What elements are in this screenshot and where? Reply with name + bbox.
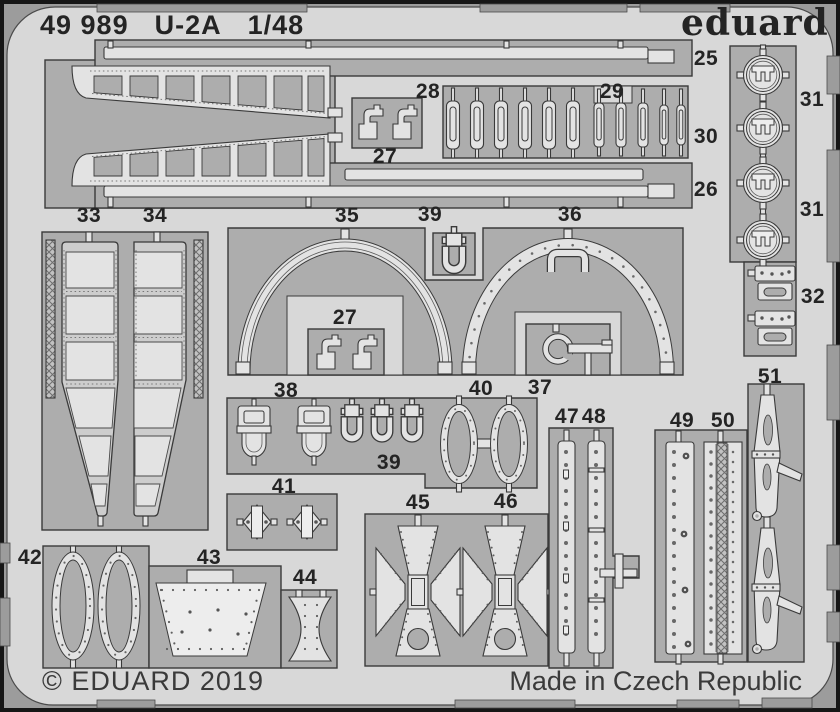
parts-45-46-panel xyxy=(364,513,554,667)
arch-panel xyxy=(227,225,684,376)
part-33-frame xyxy=(61,241,119,517)
part-35-arch xyxy=(235,228,453,375)
truss-tab-2 xyxy=(327,132,343,143)
part-27-box-top xyxy=(351,97,423,149)
part-44-panel xyxy=(280,589,338,669)
bottom-section xyxy=(42,383,805,669)
parts-31-32-column xyxy=(729,44,797,357)
catalog-number: 49 989 xyxy=(40,10,129,40)
part-42-panel xyxy=(42,546,150,668)
part-25-strip xyxy=(103,40,675,64)
scale-text: 1/48 xyxy=(247,10,305,40)
part-51-panel xyxy=(747,383,805,663)
part-34-frame xyxy=(133,241,187,517)
middle-section xyxy=(41,225,684,551)
top-section xyxy=(44,39,797,357)
part-27-box-mid xyxy=(286,295,404,376)
part-49-strip xyxy=(665,441,695,655)
truss-tab-1 xyxy=(327,107,343,118)
part-47-strip xyxy=(557,440,576,654)
made-in-text: Made in Czech Republic xyxy=(509,666,802,696)
parts-33-34-panel xyxy=(41,231,209,531)
subject-name: U-2A xyxy=(154,10,222,40)
parts-49-50-panel xyxy=(654,429,748,665)
sheet-title: 49 989 U-2A 1/48 xyxy=(40,10,304,41)
part-39-box-top xyxy=(432,225,476,276)
part-41-panel xyxy=(226,493,338,551)
truss-beam-upper xyxy=(71,65,331,119)
parts-38-39-40-panel xyxy=(226,396,538,492)
truss-beam-lower xyxy=(71,133,331,187)
eduard-logo: eduard xyxy=(681,2,829,44)
parts-28-29-30-box xyxy=(442,85,689,159)
part-43-panel xyxy=(148,565,282,669)
part-26-strips xyxy=(103,168,675,208)
fret-edge-tabs xyxy=(0,3,840,709)
part-37-box xyxy=(514,311,622,376)
parts-47-48-panel xyxy=(548,427,640,669)
copyright-text: © EDUARD 2019 xyxy=(42,666,264,696)
part-36-arch xyxy=(461,228,675,375)
